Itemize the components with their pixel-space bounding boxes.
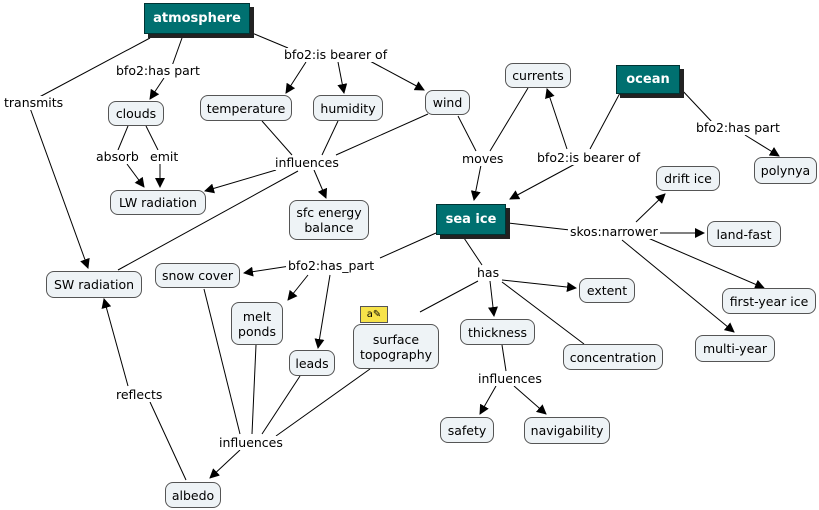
node-land-fast[interactable]: land-fast: [707, 221, 781, 247]
link-label-influences-thickness: influences: [476, 371, 544, 386]
link-label-influences-albedo: influences: [217, 435, 285, 450]
node-sfc-energy-balance[interactable]: sfc energy balance: [289, 200, 369, 240]
node-melt-ponds[interactable]: melt ponds: [231, 302, 283, 345]
node-navigability[interactable]: navigability: [524, 417, 610, 444]
link-label-is-bearer-of-ocean: bfo2:is bearer of: [535, 150, 643, 165]
node-concentration[interactable]: concentration: [563, 344, 663, 370]
node-thickness[interactable]: thickness: [460, 319, 535, 345]
node-extent[interactable]: extent: [579, 278, 635, 303]
concept-atmosphere[interactable]: atmosphere: [144, 3, 250, 34]
link-label-moves: moves: [460, 151, 506, 166]
node-lw-radiation[interactable]: LW radiation: [110, 190, 206, 215]
node-multi-year[interactable]: multi-year: [695, 335, 775, 362]
link-label-influences-atmosphere: influences: [273, 155, 341, 170]
link-label-transmits: transmits: [2, 95, 66, 110]
node-sw-radiation[interactable]: SW radiation: [46, 271, 142, 298]
link-label-has-part-atmosphere: bfo2:has part: [114, 63, 202, 78]
link-label-has: has: [475, 265, 502, 280]
note-icon[interactable]: a✎: [360, 306, 388, 323]
link-label-reflects: reflects: [114, 387, 165, 402]
node-humidity[interactable]: humidity: [313, 95, 383, 121]
node-first-year-ice[interactable]: first-year ice: [722, 288, 816, 314]
node-safety[interactable]: safety: [440, 417, 494, 443]
node-albedo[interactable]: albedo: [165, 482, 221, 508]
node-surface-topography[interactable]: surface topography: [353, 324, 439, 369]
link-label-emit: emit: [148, 149, 181, 164]
node-currents[interactable]: currents: [505, 63, 571, 88]
link-label-is-bearer-of-atmosphere: bfo2:is bearer of: [282, 47, 390, 62]
link-label-has-part-sea-ice: bfo2:has_part: [286, 258, 377, 273]
link-label-skos-narrower: skos:narrower: [568, 224, 660, 239]
link-label-absorb: absorb: [94, 149, 141, 164]
node-drift-ice[interactable]: drift ice: [656, 166, 720, 191]
link-label-has-part-ocean: bfo2:has part: [694, 120, 782, 135]
node-leads[interactable]: leads: [289, 350, 335, 376]
node-snow-cover[interactable]: snow cover: [155, 263, 240, 288]
node-wind[interactable]: wind: [425, 90, 470, 115]
concept-sea-ice[interactable]: sea ice: [436, 204, 506, 235]
concept-ocean[interactable]: ocean: [616, 65, 680, 94]
node-temperature[interactable]: temperature: [200, 95, 292, 121]
node-clouds[interactable]: clouds: [108, 101, 164, 126]
node-polynya[interactable]: polynya: [754, 157, 817, 184]
